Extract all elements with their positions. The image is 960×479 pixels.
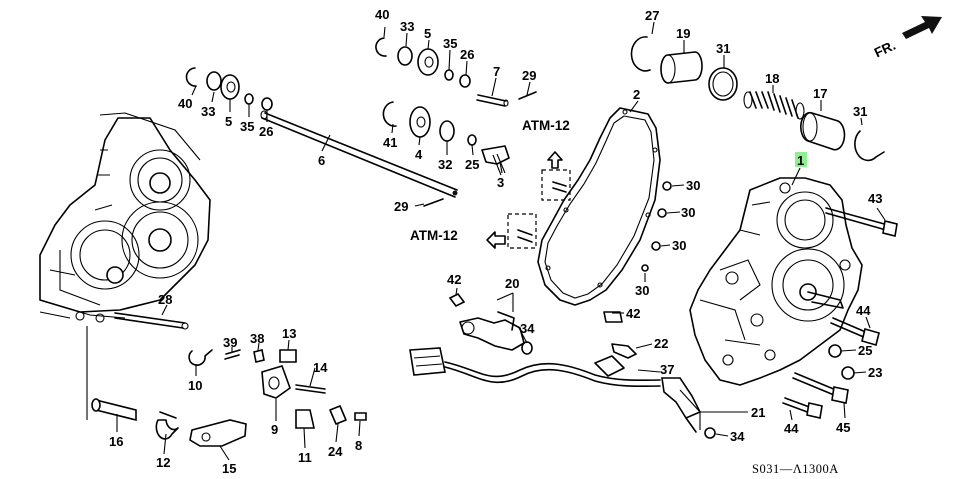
callout-19: 19 xyxy=(676,26,690,41)
callout-25: 25 xyxy=(465,157,479,172)
front-direction-label: FR. xyxy=(872,38,898,61)
callout-35-left: 35 xyxy=(240,119,254,134)
callout-34-lower: 34 xyxy=(730,429,745,444)
callout-2: 2 xyxy=(633,87,640,102)
small-parts-top-left xyxy=(185,67,273,111)
callout-43: 43 xyxy=(868,191,882,206)
callout-30-b: 30 xyxy=(681,205,695,220)
front-direction-arrow xyxy=(902,16,942,39)
dowel-pin-boxes xyxy=(486,151,571,249)
callout-40: 40 xyxy=(375,7,389,22)
callout-9: 9 xyxy=(271,422,278,437)
callout-21: 21 xyxy=(751,405,765,420)
callout-25-right: 25 xyxy=(858,343,872,358)
callout-33-left: 33 xyxy=(201,104,215,119)
callout-22: 22 xyxy=(654,336,668,351)
callout-3: 3 xyxy=(497,175,504,190)
callout-24: 24 xyxy=(328,444,343,459)
callout-labels: 40 33 5 35 26 7 29 27 19 31 18 17 31 40 … xyxy=(109,7,898,476)
callout-10: 10 xyxy=(188,378,202,393)
callout-18: 18 xyxy=(765,71,779,86)
shift-shaft xyxy=(260,110,458,198)
callout-12: 12 xyxy=(156,455,170,470)
callout-42: 42 xyxy=(447,272,461,287)
gasket xyxy=(537,107,661,306)
atm-reference-left: ATM-12 xyxy=(410,228,458,243)
callout-29-lower: 29 xyxy=(394,199,408,214)
callout-31: 31 xyxy=(716,41,730,56)
callout-11: 11 xyxy=(298,450,312,465)
transmission-housing xyxy=(39,112,211,323)
callout-27: 27 xyxy=(645,8,659,23)
callout-14: 14 xyxy=(313,360,328,375)
callout-30-c: 30 xyxy=(672,238,686,253)
callout-1: 1 xyxy=(797,153,804,168)
callout-6: 6 xyxy=(318,153,325,168)
diagram-reference-code: S031—Λ1300A xyxy=(752,462,839,476)
callout-41: 41 xyxy=(383,135,397,150)
callout-5-left: 5 xyxy=(225,114,232,129)
callout-42-right: 42 xyxy=(626,306,640,321)
pins xyxy=(423,91,537,207)
atm-reference-top: ATM-12 xyxy=(522,118,570,133)
callout-8: 8 xyxy=(355,438,362,453)
callout-13: 13 xyxy=(282,326,296,341)
callout-15: 15 xyxy=(222,461,236,476)
callout-16: 16 xyxy=(109,434,123,449)
shift-linkage-parts xyxy=(91,312,367,447)
callout-7: 7 xyxy=(493,64,500,79)
callout-30-a: 30 xyxy=(686,178,700,193)
top-right-parts xyxy=(630,36,885,162)
callout-39: 39 xyxy=(223,335,237,350)
callout-45: 45 xyxy=(836,420,850,435)
callout-34: 34 xyxy=(520,321,535,336)
callout-31-right: 31 xyxy=(853,104,867,119)
callout-4: 4 xyxy=(415,147,423,162)
callout-28: 28 xyxy=(158,292,172,307)
callout-32: 32 xyxy=(438,157,452,172)
callout-44-lower: 44 xyxy=(784,421,799,436)
callout-29: 29 xyxy=(522,68,536,83)
callout-5: 5 xyxy=(424,26,431,41)
callout-highlight xyxy=(795,152,807,167)
leader-lines xyxy=(86,21,886,461)
solenoid-assembly xyxy=(409,292,716,439)
callout-23: 23 xyxy=(868,365,882,380)
callout-17: 17 xyxy=(813,86,827,101)
side-cover xyxy=(689,177,863,386)
callout-33: 33 xyxy=(400,19,414,34)
callout-37: 37 xyxy=(660,362,674,377)
callout-38: 38 xyxy=(250,331,264,346)
callout-26-left: 26 xyxy=(259,124,273,139)
callout-26: 26 xyxy=(460,47,474,62)
callout-20: 20 xyxy=(505,276,519,291)
washers-30 xyxy=(641,181,672,272)
small-parts-top-center xyxy=(375,37,471,88)
callout-40-left: 40 xyxy=(178,96,192,111)
spring-18 xyxy=(743,91,805,120)
bolts xyxy=(782,207,898,419)
callout-35: 35 xyxy=(443,36,457,51)
callout-44: 44 xyxy=(856,303,871,318)
callout-30-d: 30 xyxy=(635,283,649,298)
